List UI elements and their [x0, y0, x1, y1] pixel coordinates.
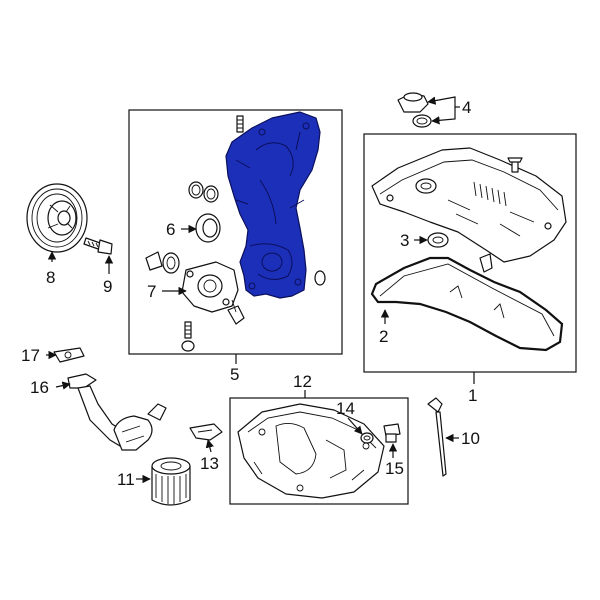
crankshaft-front-seal[interactable]: [195, 213, 221, 243]
callout-7[interactable]: 7: [147, 282, 156, 301]
oil-pump-assembly[interactable]: [145, 251, 245, 325]
callout-11[interactable]: 11: [117, 470, 135, 489]
oil-filter[interactable]: [151, 457, 191, 506]
callout-2[interactable]: 2: [379, 327, 388, 346]
cover-studs: [181, 115, 244, 352]
callout-8[interactable]: 8: [46, 268, 55, 287]
oil-baffle-bracket[interactable]: [189, 423, 223, 441]
drain-plug[interactable]: [383, 423, 401, 443]
callout-13[interactable]: 13: [200, 454, 219, 473]
crankshaft-bolt[interactable]: [83, 237, 113, 255]
oil-filler-cap[interactable]: [397, 92, 432, 128]
callout-10[interactable]: 10: [461, 429, 480, 448]
oil-pickup-gasket[interactable]: [53, 347, 85, 363]
spark-plug-tube-seal[interactable]: [427, 232, 449, 248]
oil-pickup-tube[interactable]: [67, 373, 167, 451]
pcv-valve: [479, 253, 493, 273]
callout-12[interactable]: 12: [293, 372, 312, 391]
callout-16[interactable]: 16: [30, 378, 49, 397]
camshaft-seal-pair: [188, 181, 219, 203]
callout-17[interactable]: 17: [21, 346, 40, 365]
callout-3[interactable]: 3: [400, 231, 409, 250]
callout-labels: 1 2 3 4 5 6 7 8 9 10 11 12 13 14 15 16 1…: [21, 98, 480, 489]
oil-dipstick[interactable]: [427, 397, 447, 477]
callout-14[interactable]: 14: [336, 399, 355, 418]
callout-15[interactable]: 15: [385, 459, 404, 478]
cover-o-ring: [314, 270, 326, 286]
timing-chain-cover[interactable]: [225, 111, 321, 299]
valve-cover-group-box: [363, 133, 577, 373]
callout-5[interactable]: 5: [230, 365, 239, 384]
callout-4[interactable]: 4: [462, 98, 471, 117]
callout-1[interactable]: 1: [468, 386, 477, 405]
oil-pan[interactable]: [237, 403, 385, 499]
oil-pan-group-box: [229, 397, 409, 505]
drain-plug-washer[interactable]: [360, 432, 374, 444]
crankshaft-pulley[interactable]: [26, 183, 88, 253]
leader-lines: [46, 96, 475, 484]
valve-cover-gasket[interactable]: [370, 256, 564, 352]
callout-6[interactable]: 6: [166, 220, 175, 239]
callout-9[interactable]: 9: [103, 277, 112, 296]
valve-cover[interactable]: [371, 147, 567, 263]
